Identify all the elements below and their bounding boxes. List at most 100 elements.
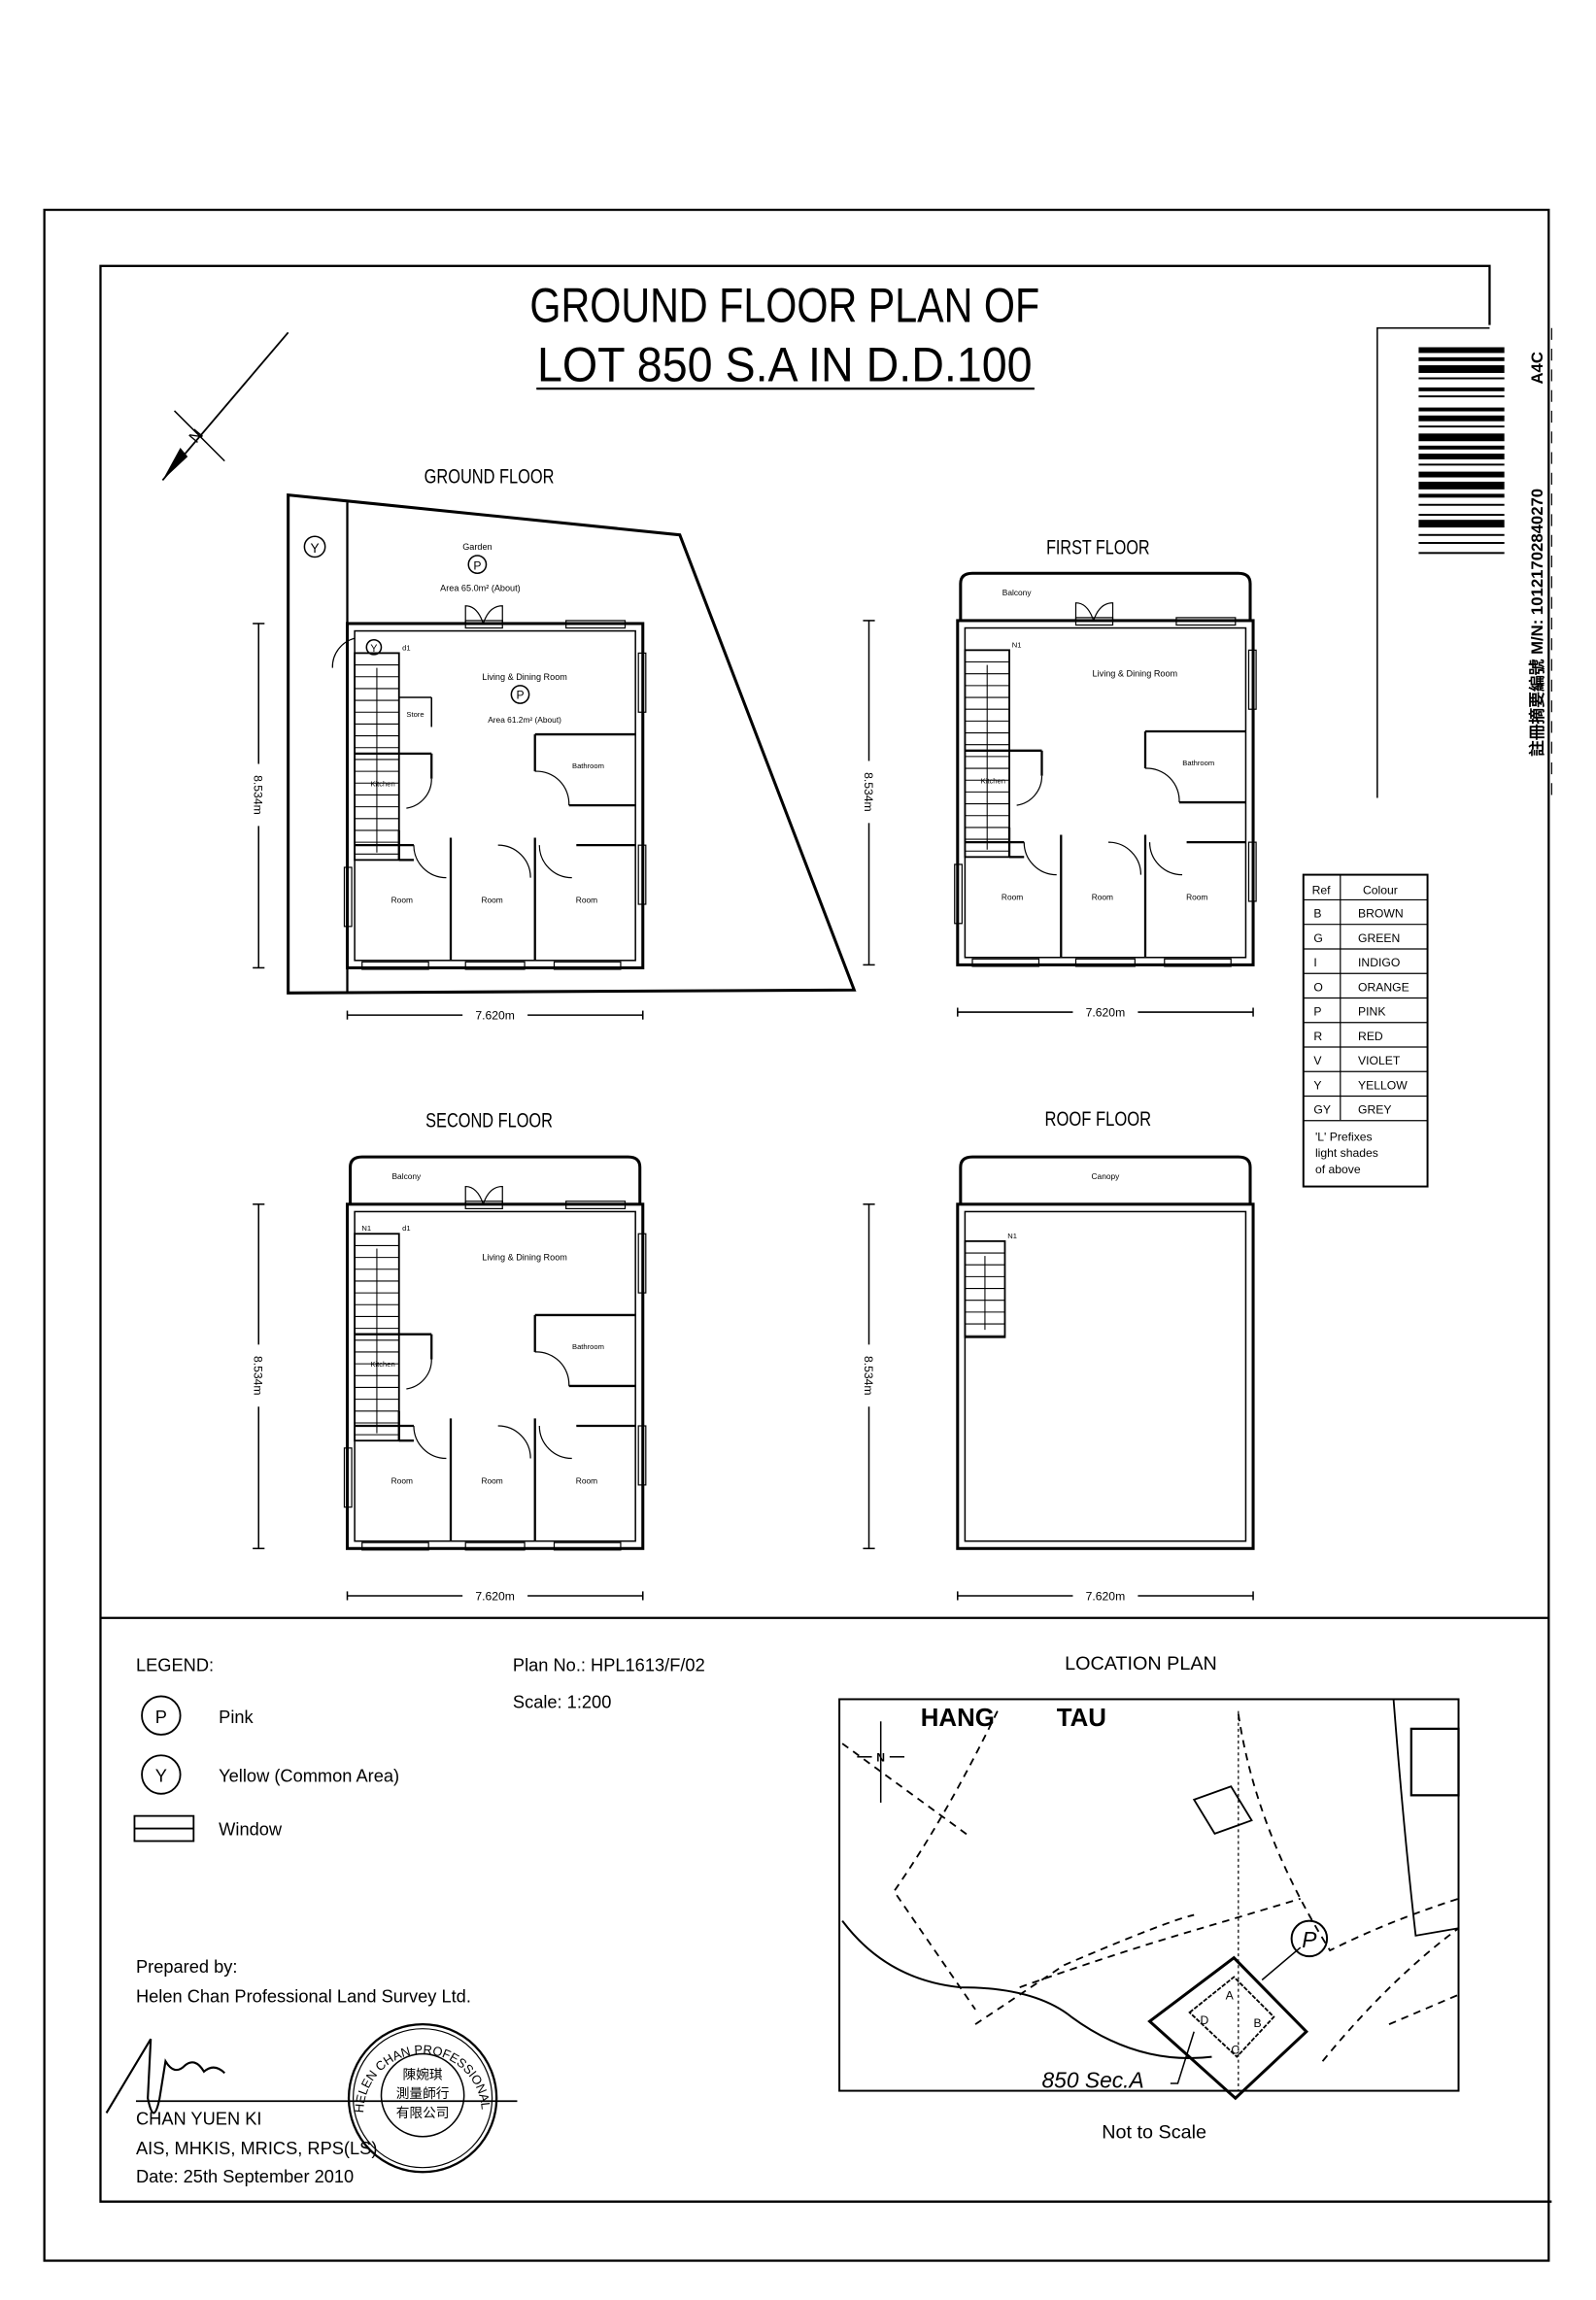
window [1247,841,1257,902]
legend-title: LEGEND: [136,1655,214,1675]
door-swing [534,770,570,806]
width-dimension-label: 7.620m [475,1009,515,1023]
stair-yellow-marker: Y [370,643,377,655]
barcode-bar [1418,356,1505,361]
stamp-ring-text: HELEN CHAN PROFESSIONAL LAND SURVEY LTD. [0,0,493,2114]
barcode-bar [1418,514,1505,517]
room-label-2: Room [1092,892,1113,901]
location-pink-marker: P [1302,1927,1317,1952]
colour-name-5: RED [1358,1030,1383,1043]
staircase [354,1233,400,1442]
section-b: B [1254,2016,1262,2030]
window [343,1447,353,1508]
location-plan-title: LOCATION PLAN [1065,1653,1217,1674]
window [954,863,963,925]
location-north-label: N [876,1750,885,1764]
section-d: D [1200,2013,1208,2027]
door-swing [497,1425,531,1459]
door-swing [1148,842,1183,876]
door-swing [413,845,447,879]
barcode-bar [1418,425,1505,428]
barcode-bar [1418,365,1505,373]
colour-ref-6: V [1313,1054,1322,1067]
door-swing [1023,842,1057,876]
colour-ref-3: O [1313,980,1322,994]
stamp-center-2: 測量師行 [396,2086,450,2101]
stair-label: d1 [402,1224,410,1233]
place-name-tau: TAU [1057,1705,1106,1732]
svg-text:HELEN CHAN PROFESSIONAL LAND S: HELEN CHAN PROFESSIONAL LAND SURVEY LTD. [0,0,493,2114]
door-swing [464,1185,485,1205]
north-arrow-icon: N [161,331,289,482]
stamp-center-1: 陳婉琪 [403,2067,443,2081]
store-label: Store [406,710,424,719]
section-a: A [1226,1988,1235,2002]
colour-name-7: YELLOW [1358,1078,1408,1092]
exterior-wall [345,622,645,969]
yellow-area-marker: Y [310,541,319,556]
door-swing [538,1426,572,1460]
yellow-stair-marker [365,638,383,656]
living-room-label: Living & Dining Room [482,1253,567,1263]
barcode-bar [1418,471,1505,478]
window [1164,958,1232,967]
barcode-bar [1418,463,1505,466]
legend-pink-label: Pink [219,1707,254,1727]
barcode-bar [1418,552,1505,555]
balcony-label: Balcony [1002,588,1033,597]
window [1074,958,1136,967]
kitchen-label: Kitchen [370,779,394,788]
barcode-bar [1418,493,1505,498]
barcode-bar [1418,533,1505,536]
kitchen-label: Kitchen [370,1360,394,1369]
signatory-name: CHAN YUEN KI [136,2109,261,2129]
window [565,620,627,629]
stamp-center-3: 有限公司 [396,2106,450,2120]
legend-pink-symbol: P [155,1707,167,1727]
stair-label: d1 [402,643,410,652]
colour-name-0: BROWN [1358,907,1404,921]
plan-number: Plan No.: HPL1613/F/02 [513,1655,705,1675]
door-swing [482,1185,503,1205]
garden-pink-marker: P [473,558,481,572]
lot-label: 850 Sec.A [1042,2068,1144,2093]
colour-name-4: PINK [1358,1005,1385,1019]
door-swing [406,1359,432,1390]
colour-table-note-0: 'L' Prefixes [1315,1130,1373,1143]
barcode-bar [1418,454,1505,459]
legend-yellow-symbol: Y [155,1766,167,1786]
door-swing [406,778,432,809]
room-label-3: Room [576,895,597,904]
window [553,1541,622,1551]
door-swing [1074,602,1095,622]
height-dimension-label: 8.534m [862,1356,875,1396]
date: Date: 25th September 2010 [136,2166,354,2186]
living-area-label: Area 61.2m² (About) [488,715,561,725]
outer-border [43,208,1550,2262]
barcode-bar [1418,395,1505,398]
legend-window-label: Window [219,1818,283,1839]
barcode-icon [1418,347,1505,555]
window [565,1201,627,1210]
window [361,961,429,970]
prepared-by-label: Prepared by: [136,1956,238,1977]
colour-ref-0: B [1313,907,1321,921]
door-swing [482,605,503,625]
ground-floor-label: GROUND FLOOR [424,464,555,488]
plan-scale: Scale: 1:200 [513,1692,611,1712]
ground-floor-lot: Y Garden P Area 65.0m² (About) [287,492,857,995]
inner-frame [99,264,1552,2203]
window [1175,617,1237,626]
barcode-bar [1418,445,1505,450]
colour-ref-2: I [1313,956,1316,969]
colour-ref-8: GY [1313,1103,1331,1117]
barcode-bar [1418,377,1505,380]
room-label-1: Room [391,895,413,904]
door-swing [331,637,356,668]
stair-label: N1 [1012,640,1022,649]
living-room-label: Living & Dining Room [482,672,567,682]
barcode-bar [1418,541,1505,544]
barcode-text: 註冊摘要編號 M/N: 10121702840270 [1527,489,1546,757]
barcode-bar [1418,520,1505,528]
